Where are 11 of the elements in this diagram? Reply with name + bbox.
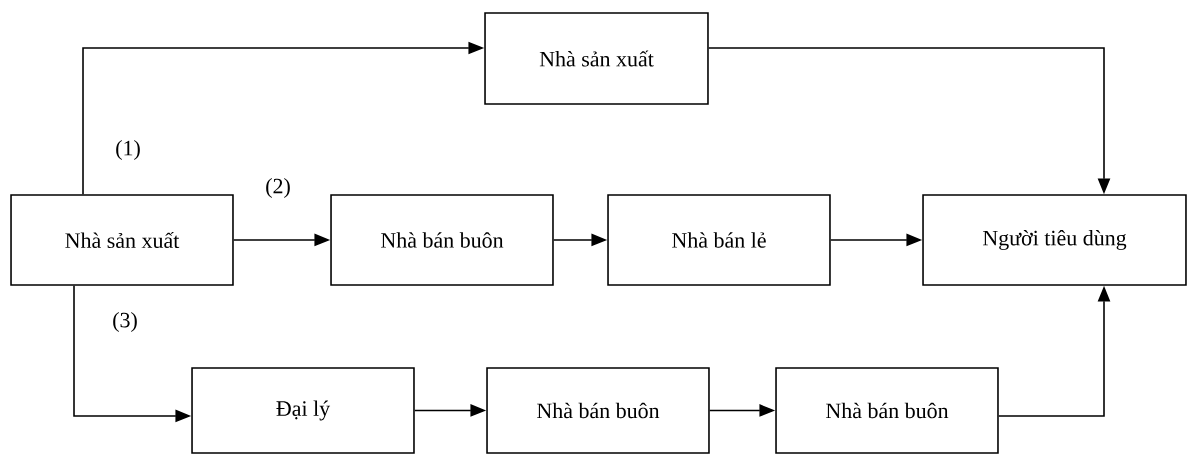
process-box: Nhà sản xuất [484,12,709,105]
process-box: Nhà sản xuất [10,194,234,286]
process-box: Đại lý [191,367,415,454]
route-number: (3) [113,312,137,332]
process-box: Nhà bán buôn [330,194,554,286]
route-number: (1) [116,140,140,160]
process-box: Nhà bán buôn [775,367,999,454]
route-number: (2) [266,178,290,198]
process-box: Người tiêu dùng [922,194,1187,286]
process-box: Nhà bán buôn [486,367,710,454]
process-box: Nhà bán lẻ [607,194,831,286]
